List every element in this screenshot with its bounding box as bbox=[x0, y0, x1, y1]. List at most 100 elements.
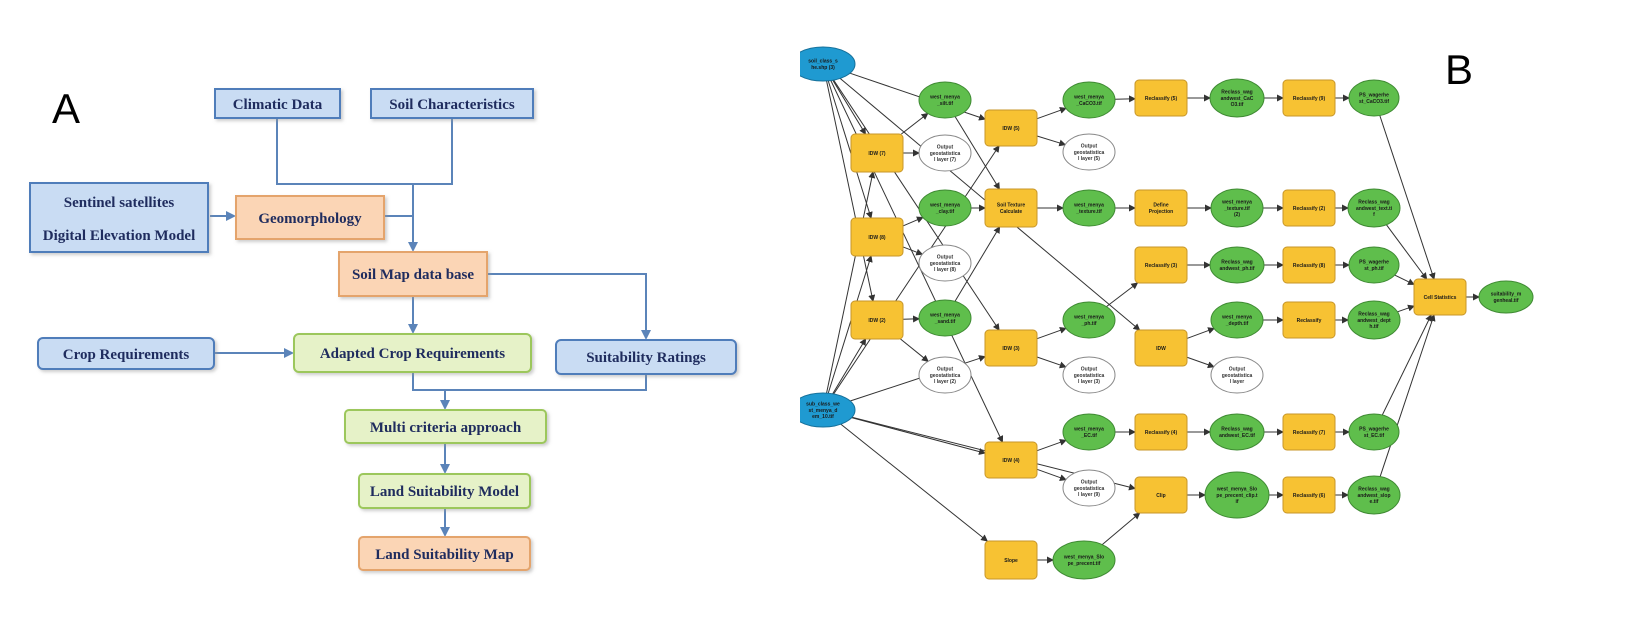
edge-r_depth-to-cellstats bbox=[1397, 306, 1414, 312]
adapted-crop-requirements-box: Adapted Crop Requirements bbox=[294, 334, 531, 372]
node-label-ps_ec-1: st_EC.tif bbox=[1364, 433, 1385, 439]
dem-label: Digital Elevation Model bbox=[43, 228, 196, 244]
node-label-sand-1: _sand.tif bbox=[934, 319, 956, 325]
node-label-texture-1: _texture.tif bbox=[1075, 209, 1102, 215]
soil-characteristics-box: Soil Characteristics bbox=[371, 89, 533, 118]
node-label-reclass_plain-0: Reclassify bbox=[1297, 318, 1322, 324]
edge-idw-to-depth bbox=[1187, 328, 1214, 338]
panel-a-label: A bbox=[52, 85, 80, 133]
panel-b-label: B bbox=[1445, 46, 1473, 94]
node-label-cellstats-0: Cell Statistics bbox=[1424, 295, 1457, 301]
node-label-caco3-1: _CaCO3.tif bbox=[1075, 101, 1102, 107]
node-label-idw5-0: IDW (5) bbox=[1002, 126, 1020, 132]
node-texture: west_menya_texture.tif bbox=[1063, 190, 1115, 226]
model-builder-diagram: soil_class_she.shp (3) sub_class_west_men… bbox=[800, 0, 1646, 626]
node-label-stc-0: Soil Texture bbox=[997, 203, 1025, 209]
edge-idw7-to-silt bbox=[901, 113, 927, 134]
node-idw4: IDW (4) bbox=[985, 442, 1037, 478]
suitability-ratings-box: Suitability Ratings bbox=[556, 340, 736, 374]
node-label-slope_pct-1: pe_precent.tif bbox=[1068, 561, 1101, 567]
multi-criteria-box: Multi criteria approach bbox=[345, 410, 546, 443]
node-label-og2-2: l layer (2) bbox=[934, 379, 956, 385]
node-label-og_plain-1: geostatistica bbox=[1222, 373, 1253, 379]
node-label-og5-2: l layer (5) bbox=[1078, 156, 1100, 162]
node-label-reclass8-0: Reclassify (8) bbox=[1293, 263, 1326, 269]
node-label-defproj-0: Define bbox=[1153, 203, 1169, 209]
node-label-silt-1: _silt.tif bbox=[936, 101, 953, 107]
node-label-suit-1: genheal.tif bbox=[1493, 298, 1518, 304]
node-label-og_plain-2: l layer bbox=[1230, 379, 1245, 385]
node-slope_clip: west_menya_Slope_precent_clip.tif bbox=[1205, 472, 1269, 518]
node-label-in1-0: soil_class_s bbox=[808, 59, 838, 65]
node-label-idw7-0: IDW (7) bbox=[868, 151, 886, 157]
node-label-og7-0: Output bbox=[937, 145, 954, 151]
geomorphology-label: Geomorphology bbox=[258, 211, 362, 227]
node-label-reclass9-0: Reclassify (9) bbox=[1293, 96, 1326, 102]
node-cellstats: Cell Statistics bbox=[1414, 279, 1466, 315]
node-texture2: west_menya_texture.tif(2) bbox=[1211, 189, 1263, 227]
node-label-r_slop-1: andwest_slop bbox=[1357, 493, 1390, 499]
node-reclass3: Reclassify (3) bbox=[1135, 247, 1187, 283]
node-idw8: IDW (8) bbox=[851, 218, 903, 256]
node-label-ps_caco3-1: st_CaCO3.tif bbox=[1359, 99, 1389, 105]
node-label-texture-0: west_menya bbox=[1073, 203, 1104, 209]
node-label-og3-0: Output bbox=[1081, 367, 1098, 373]
node-label-slope_clip-2: if bbox=[1235, 499, 1238, 505]
edge-idw3-to-ph bbox=[1037, 328, 1066, 338]
node-label-reclass6-0: Reclassify (6) bbox=[1293, 493, 1326, 499]
node-label-clip-0: Clip bbox=[1156, 493, 1165, 499]
node-idw3: IDW (3) bbox=[985, 330, 1037, 366]
crop-requirements-box: Crop Requirements bbox=[38, 338, 214, 369]
climatic-data-label: Climatic Data bbox=[233, 97, 323, 113]
sentinel-dem-box: Sentinel satellites Digital Elevation Mo… bbox=[30, 183, 208, 252]
edge-ph-to-reclass3 bbox=[1106, 283, 1137, 307]
node-label-texture2-0: west_menya bbox=[1221, 200, 1252, 206]
node-label-ph-0: west_menya bbox=[1073, 315, 1104, 321]
node-label-defproj-1: Projection bbox=[1149, 209, 1173, 215]
node-label-idw2-0: IDW (2) bbox=[868, 318, 886, 324]
edge-in1-to-idw3 bbox=[834, 80, 999, 330]
node-label-slope_clip-0: west_menya_Slo bbox=[1216, 487, 1257, 493]
node-label-ps_ph-0: PS_wagerhe bbox=[1359, 260, 1389, 266]
node-label-slope_clip-1: pe_precent_clip.t bbox=[1216, 493, 1257, 499]
node-in2: sub_class_west_menya_dem_10.tif bbox=[800, 393, 855, 427]
node-idw2: IDW (2) bbox=[851, 301, 903, 339]
node-label-r_ph-0: Reclass_wag bbox=[1221, 260, 1252, 266]
node-label-r_ec-0: Reclass_wag bbox=[1221, 427, 1252, 433]
node-label-og8-2: l layer (8) bbox=[934, 267, 956, 273]
node-label-ph-1: _ph.tif bbox=[1081, 321, 1097, 327]
edge-in2-to-idw7 bbox=[827, 172, 873, 393]
node-label-r_text-1: andwest_text.ti bbox=[1356, 206, 1393, 212]
edge-ps_ph-to-cellstats bbox=[1395, 275, 1414, 284]
edge-slope_pct-to-clip bbox=[1102, 513, 1139, 545]
edge-idw4-to-ec bbox=[1037, 440, 1066, 450]
node-label-depth-1: _depth.tif bbox=[1225, 321, 1249, 327]
node-slope: Slope bbox=[985, 541, 1037, 579]
node-label-sand-0: west_menya bbox=[929, 313, 960, 319]
node-caco3: west_menya_CaCO3.tif bbox=[1063, 82, 1115, 118]
edge-idw8-to-clay bbox=[903, 217, 923, 225]
node-in1: soil_class_she.shp (3) bbox=[800, 47, 855, 81]
node-label-in2-0: sub_class_we bbox=[806, 402, 840, 408]
node-label-r_slop-2: e.tif bbox=[1370, 499, 1379, 505]
node-idw5: IDW (5) bbox=[985, 110, 1037, 146]
node-label-og_plain-0: Output bbox=[1229, 367, 1246, 373]
node-label-in2-1: st_menya_d bbox=[809, 408, 838, 414]
node-label-in1-1: he.shp (3) bbox=[811, 65, 835, 71]
soil-map-database-box: Soil Map data base bbox=[339, 252, 487, 296]
node-label-reclass7-0: Reclassify (7) bbox=[1293, 430, 1326, 436]
node-label-reclass2-0: Reclassify (2) bbox=[1293, 206, 1326, 212]
node-label-r_depth-1: andwest_dept bbox=[1357, 318, 1391, 324]
node-reclass8: Reclassify (8) bbox=[1283, 247, 1335, 283]
